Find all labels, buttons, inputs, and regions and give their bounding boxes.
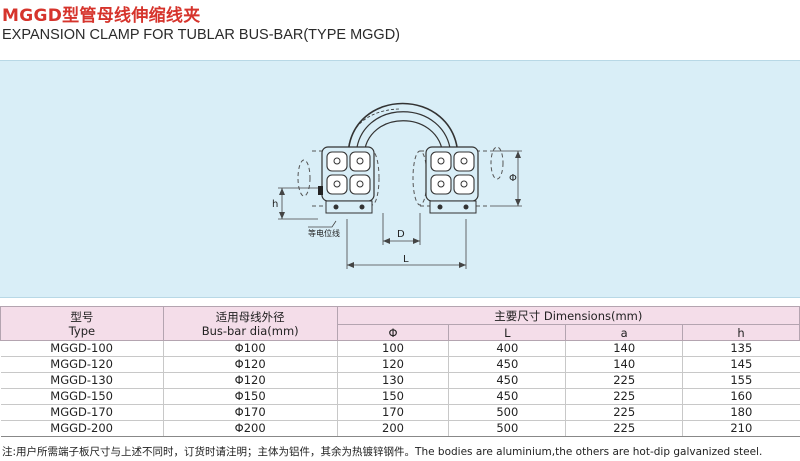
cell-a: 225: [565, 372, 683, 389]
cell-type: MGGD-130: [0, 372, 164, 389]
table-row: MGGD-120 Φ120 120 450 140 145: [0, 356, 800, 373]
cell-phi: 120: [336, 356, 449, 373]
cell-phi: 170: [336, 404, 449, 421]
header-type-cn: 型号: [70, 309, 94, 324]
cell-type: MGGD-100: [0, 340, 164, 357]
cell-l: 500: [448, 404, 566, 421]
cell-dia: Φ200: [162, 420, 338, 437]
subheader-phi: Φ: [336, 324, 450, 341]
cell-l: 400: [448, 340, 566, 357]
cell-type: MGGD-150: [0, 388, 164, 405]
table-row: MGGD-170 Φ170 170 500 225 180: [0, 404, 800, 421]
cell-phi: 100: [336, 340, 449, 357]
cell-a: 225: [565, 404, 683, 421]
cell-dia: Φ120: [162, 356, 338, 373]
cell-l: 500: [448, 420, 566, 437]
label-phi: Φ: [509, 173, 517, 184]
header-type-en: Type: [68, 323, 96, 338]
technical-drawing: Φ h D L 等电位线: [0, 60, 800, 298]
header-dimensions: 主要尺寸 Dimensions(mm): [336, 306, 800, 325]
left-clamp-body: [318, 146, 375, 214]
header-dia-cn: 适用母线外径: [215, 309, 285, 324]
cell-dia: Φ150: [162, 388, 338, 405]
cell-a: 225: [565, 420, 683, 437]
label-l: L: [403, 254, 409, 265]
cell-h: 145: [682, 356, 800, 373]
cell-l: 450: [448, 372, 566, 389]
spec-table: 型号 Type 适用母线外径 Bus-bar dia(mm) 主要尺寸 Dime…: [0, 306, 800, 437]
flexible-conductor-arcs: [347, 102, 459, 157]
table-row: MGGD-100 Φ100 100 400 140 135: [0, 340, 800, 357]
cell-h: 180: [682, 404, 800, 421]
cell-l: 450: [448, 356, 566, 373]
page-title: MGGD型管母线伸缩线夹: [2, 6, 201, 26]
label-h: h: [272, 199, 278, 210]
table-row: MGGD-130 Φ120 130 450 225 155: [0, 372, 800, 389]
right-clamp-body: [425, 146, 479, 214]
header-dia-en: Bus-bar dia(mm): [201, 323, 299, 338]
cell-type: MGGD-120: [0, 356, 164, 373]
header-busbar-dia: 适用母线外径 Bus-bar dia(mm): [162, 306, 338, 341]
cell-phi: 150: [336, 388, 449, 405]
cell-h: 210: [682, 420, 800, 437]
table-row: MGGD-150 Φ150 150 450 225 160: [0, 388, 800, 405]
cell-a: 225: [565, 388, 683, 405]
cell-type: MGGD-170: [0, 404, 164, 421]
footnote: 注:用户所需端子板尺寸与上述不同时，订货时请注明；主体为铝件，其余为热镀锌钢件。…: [2, 446, 763, 458]
header-type: 型号 Type: [0, 306, 164, 341]
cell-a: 140: [565, 356, 683, 373]
cell-phi: 130: [336, 372, 449, 389]
dimension-lines: [278, 150, 522, 269]
clamp-diagram: Φ h D L 等电位线: [272, 102, 522, 269]
table-row: MGGD-200 Φ200 200 500 225 210: [0, 420, 800, 437]
cell-dia: Φ170: [162, 404, 338, 421]
dimension-arrows: [279, 151, 521, 268]
cell-dia: Φ120: [162, 372, 338, 389]
label-equipotential-line: 等电位线: [308, 228, 340, 238]
cell-l: 450: [448, 388, 566, 405]
cell-h: 135: [682, 340, 800, 357]
subheader-a: a: [565, 324, 684, 341]
subheader-h: h: [682, 324, 800, 341]
cell-phi: 200: [336, 420, 449, 437]
cell-dia: Φ100: [162, 340, 338, 357]
subheader-l: L: [448, 324, 567, 341]
cell-type: MGGD-200: [0, 420, 164, 437]
page-subtitle: EXPANSION CLAMP FOR TUBLAR BUS-BAR(TYPE …: [2, 27, 401, 43]
cell-h: 160: [682, 388, 800, 405]
cell-a: 140: [565, 340, 683, 357]
label-d: D: [397, 229, 405, 240]
cell-h: 155: [682, 372, 800, 389]
